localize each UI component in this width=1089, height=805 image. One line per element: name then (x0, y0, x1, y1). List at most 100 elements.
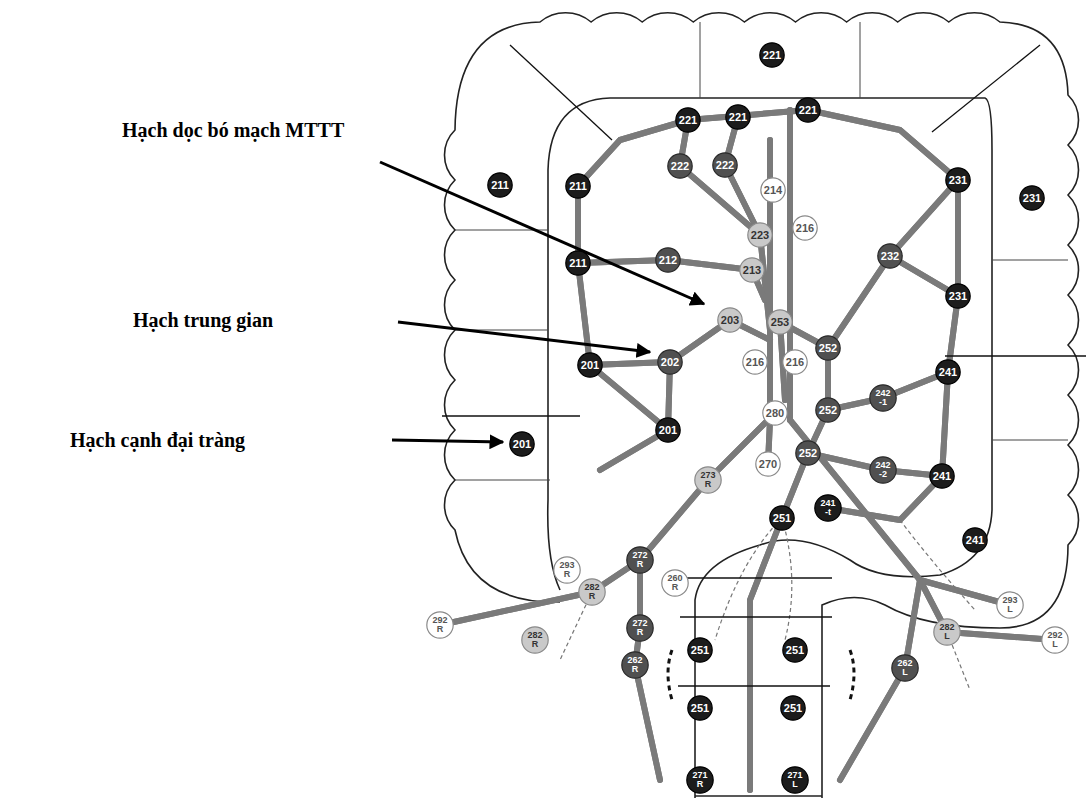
node-circle (687, 767, 713, 793)
node-circle (934, 619, 960, 645)
node-circle (662, 570, 688, 596)
station-number: 222 (671, 161, 689, 172)
lymph-node-station: 232 (877, 243, 903, 269)
node-circle (783, 638, 807, 662)
node-circle (770, 506, 794, 530)
lymph-node-station: 221 (759, 42, 785, 68)
station-number: 201 (581, 360, 599, 371)
station-number: 242 -1 (874, 389, 891, 407)
station-number: 251 (786, 645, 804, 656)
node-circle (997, 592, 1023, 618)
station-number: 213 (743, 265, 761, 276)
node-circle (743, 350, 767, 374)
node-circle (1042, 627, 1068, 653)
lymph-node-station: 293 R (553, 556, 581, 584)
lymph-node-station: 214 (760, 177, 786, 203)
node-circle (782, 767, 808, 793)
node-circle (510, 432, 534, 456)
station-number: 216 (746, 357, 764, 368)
lymph-node-station: 223 (747, 222, 773, 248)
station-number: 203 (721, 315, 739, 326)
station-number: 262 R (626, 656, 643, 674)
node-circle (566, 174, 590, 198)
node-circle (622, 652, 648, 678)
station-number: 241 (939, 367, 957, 378)
lymph-node-station: 216 (792, 215, 818, 241)
station-number: 270 (759, 459, 777, 470)
lymph-node-station: 271 L (781, 766, 809, 794)
station-number: 262 L (896, 659, 913, 677)
station-number: 251 (691, 703, 709, 714)
lymph-node-station: 292 L (1041, 626, 1069, 654)
station-number: 242 -2 (874, 461, 891, 479)
lymph-node-station: 271 R (686, 766, 714, 794)
node-circle (756, 452, 780, 476)
colon-outline (695, 795, 822, 796)
lymph-node-station: 201 (509, 431, 535, 457)
node-circle (783, 350, 807, 374)
node-circle (718, 308, 742, 332)
station-number: 260 R (666, 574, 683, 592)
station-number: 251 (773, 513, 791, 524)
station-number: 282 R (526, 631, 543, 649)
station-number: 241 -t (819, 499, 836, 517)
node-circle (688, 696, 712, 720)
node-circle (656, 248, 680, 272)
node-circle (963, 528, 987, 552)
lymph-node-station: 221 (675, 107, 701, 133)
lymph-node-station: 252 (815, 335, 841, 361)
lymph-node-station: 282 L (933, 618, 961, 646)
lymph-node-station: 253 (767, 309, 793, 335)
node-circle (522, 627, 548, 653)
node-circle (488, 173, 512, 197)
station-number: 216 (786, 357, 804, 368)
callout-label: Hạch dọc bó mạch MTTT (122, 118, 344, 142)
node-circle (579, 579, 605, 605)
station-number: 241 (966, 535, 984, 546)
station-number: 293 L (1001, 596, 1018, 614)
station-number: 223 (751, 230, 769, 241)
lymph-node-station: 241 (935, 359, 961, 385)
lymph-node-station: 293 L (996, 591, 1024, 619)
node-circle (658, 350, 682, 374)
node-circle (946, 284, 970, 308)
node-circle (726, 105, 750, 129)
lymph-node-station: 270 (755, 451, 781, 477)
lymph-node-station: 203 (717, 307, 743, 333)
node-circle (427, 612, 453, 638)
lymph-node-station: 211 (487, 172, 513, 198)
lymph-node-station: 201 (655, 417, 681, 443)
station-number: 221 (763, 50, 781, 61)
node-circle (878, 244, 902, 268)
lymph-node-station: 272 R (626, 546, 654, 574)
station-number: 221 (679, 115, 697, 126)
station-number: 211 (569, 258, 587, 269)
lymph-node-station: 251 (687, 637, 713, 663)
station-number: 292 L (1046, 631, 1063, 649)
node-circle (781, 696, 805, 720)
node-circle (668, 154, 692, 178)
node-circle (554, 557, 580, 583)
station-number: 241 (933, 471, 951, 482)
lymph-node-station: 251 (780, 695, 806, 721)
node-circle (740, 258, 764, 282)
station-number: 212 (659, 255, 677, 266)
lymph-node-station: 201 (577, 352, 603, 378)
station-number: 231 (949, 175, 967, 186)
lymph-node-station: 251 (687, 695, 713, 721)
lymph-node-station: 211 (565, 250, 591, 276)
lymph-node-station: 231 (945, 283, 971, 309)
lymph-node-station: 202 (657, 349, 683, 375)
lymph-node-station: 222 (712, 152, 738, 178)
station-number: 221 (799, 105, 817, 116)
station-number: 271 L (786, 771, 803, 789)
lymph-node-station: 231 (1019, 185, 1045, 211)
node-circle (761, 178, 785, 202)
station-number: 252 (819, 343, 837, 354)
callout-arrow (380, 162, 704, 442)
cut-line (442, 45, 1086, 686)
node-circle (930, 464, 954, 488)
station-number: 282 L (938, 623, 955, 641)
node-circle (713, 153, 737, 177)
lymph-node-station: 213 (739, 257, 765, 283)
